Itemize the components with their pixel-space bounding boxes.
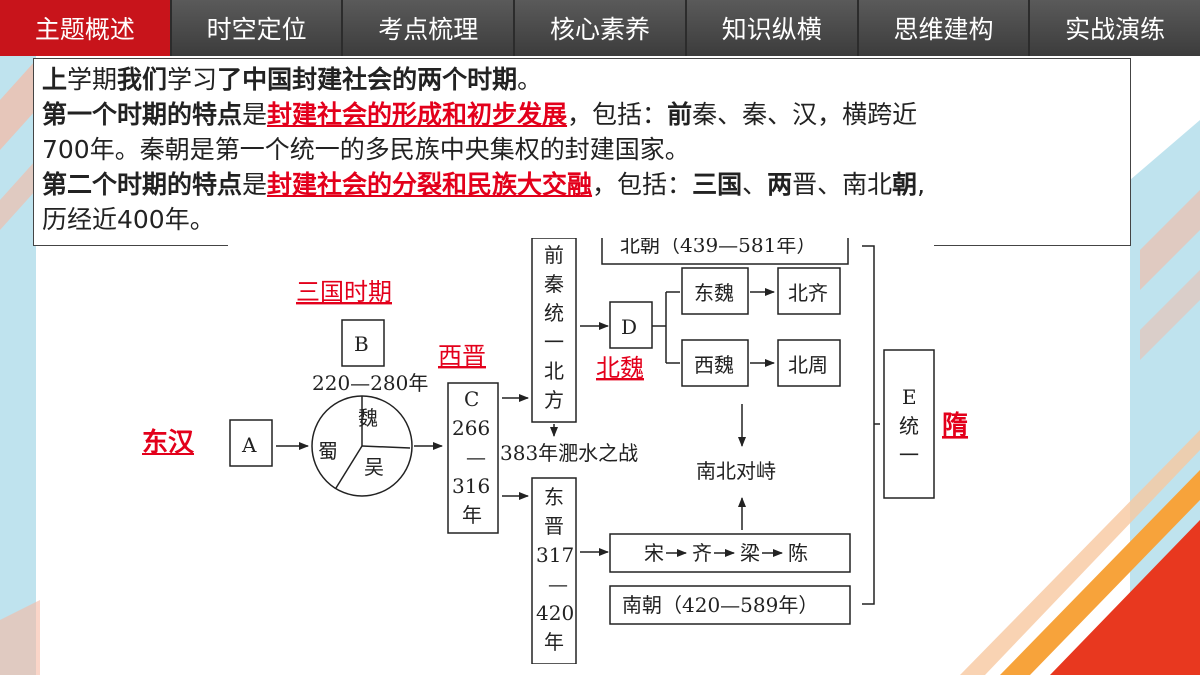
text-span: 700年。秦朝是第一个统一的多民族中央集权的封建国家。 — [42, 135, 690, 164]
text-span: 、 — [742, 170, 768, 199]
box-c-text: 266 — [452, 416, 490, 440]
tab-overview[interactable]: 主题概述 — [0, 0, 172, 56]
text-span: 第二个时期的特点 — [42, 170, 243, 199]
qianqin-char: 方 — [544, 388, 564, 412]
qianqin-char: 一 — [544, 330, 564, 354]
box-e-label: E — [902, 385, 917, 409]
text-span: 我们 — [117, 65, 168, 94]
label-xiwei: 西魏 — [694, 353, 734, 377]
box-c-label: C — [464, 387, 479, 411]
box-d-label: D — [621, 315, 637, 339]
box-nanchao — [609, 585, 851, 625]
qianqin-char: 统 — [544, 301, 564, 325]
label-dongwei: 东魏 — [694, 281, 734, 305]
divider — [335, 445, 363, 489]
text-span: 两 — [767, 170, 793, 199]
qianqin-char: 秦 — [544, 272, 564, 296]
text-span: 三国 — [692, 170, 743, 199]
dongjin-text: 420 — [536, 601, 574, 625]
tab-mind-map[interactable]: 思维建构 — [858, 0, 1031, 56]
dongjin-char: 晋 — [544, 514, 564, 538]
label-nanbei: 南北对峙 — [696, 459, 776, 483]
label-nanchao: 南朝（420—589年） — [622, 593, 818, 617]
divider — [361, 445, 411, 449]
dongjin-char: 年 — [544, 630, 564, 654]
box-beizhou — [777, 339, 841, 387]
intro-line-4: 第二个时期的特点是封建社会的分裂和民族大交融，包括：三国、两晋、南北朝, — [42, 168, 925, 202]
label-sui: 隋 — [942, 411, 968, 441]
dongjin-char: 东 — [544, 485, 564, 509]
label-liang: 梁 — [740, 541, 760, 565]
dynasty-diagram: 东汉 A 三国时期 B 220—280年 魏 蜀 吴 西晋 C 266 — 31… — [228, 225, 934, 665]
dongjin-text: 317 — [536, 543, 574, 567]
text-span: 第一个时期的特点 — [42, 100, 243, 129]
tab-knowledge[interactable]: 知识纵横 — [686, 0, 859, 56]
text-span: 历经近400年。 — [42, 205, 215, 234]
highlight-text: 封建社会的分裂和民族大交融 — [267, 170, 593, 199]
text-span: 朝 — [892, 170, 918, 199]
label-song: 宋 — [644, 541, 664, 565]
tab-timeline[interactable]: 时空定位 — [171, 0, 344, 56]
box-c-text: 年 — [462, 503, 482, 527]
label-beizhou: 北周 — [788, 353, 828, 377]
label-donghan-outer: 东汉 — [142, 428, 195, 458]
text-span: 秦、秦、汉，横跨近 — [692, 100, 918, 129]
box-c-text: — — [466, 445, 486, 469]
text-span: 。 — [517, 65, 543, 94]
label-qi: 齐 — [692, 541, 712, 565]
tab-key-points[interactable]: 考点梳理 — [343, 0, 516, 56]
label-wei: 魏 — [358, 406, 378, 430]
box-xiwei — [681, 339, 749, 387]
box-e-char: 统 — [899, 414, 919, 438]
sanguo-years: 220—280年 — [312, 371, 428, 395]
text-span: 学期 — [67, 65, 118, 94]
tab-practice[interactable]: 实战演练 — [1030, 0, 1200, 56]
qianqin-char: 前 — [544, 243, 564, 267]
text-span: 是 — [242, 100, 268, 129]
box-qianqin — [531, 237, 577, 423]
box-e — [883, 349, 935, 499]
text-span: 了中国封建社会的两个时期 — [217, 65, 518, 94]
box-a — [229, 419, 273, 467]
label-wu: 吴 — [364, 455, 384, 479]
box-beiqi — [777, 267, 841, 315]
intro-line-1: 上学期我们学习了中国封建社会的两个时期。 — [42, 63, 542, 97]
tab-core-literacy[interactable]: 核心素养 — [515, 0, 687, 56]
label-beiwei: 北魏 — [596, 354, 644, 382]
text-span: 是 — [242, 170, 268, 199]
label-chen: 陈 — [788, 541, 808, 565]
label-beiqi: 北齐 — [788, 281, 828, 305]
highlight-text: 封建社会的形成和初步发展 — [267, 100, 568, 129]
bracket — [862, 245, 875, 605]
text-span: 前 — [667, 100, 693, 129]
text-span: ，包括： — [567, 100, 668, 129]
text-span: 晋、南北 — [792, 170, 893, 199]
text-span: 上 — [42, 65, 68, 94]
box-c — [447, 382, 499, 534]
intro-line-5: 历经近400年。 — [42, 203, 215, 237]
label-shu: 蜀 — [318, 439, 338, 463]
text-span: ，包括： — [592, 170, 693, 199]
top-navigation: 主题概述 时空定位 考点梳理 核心素养 知识纵横 思维建构 实战演练 — [0, 0, 1200, 56]
box-b-label: B — [354, 332, 369, 356]
box-dongwei — [681, 267, 749, 315]
text-span: 学习 — [167, 65, 218, 94]
intro-text-box: 上学期我们学习了中国封建社会的两个时期。 第一个时期的特点是封建社会的形成和初步… — [33, 58, 1131, 246]
intro-line-2: 第一个时期的特点是封建社会的形成和初步发展，包括：前秦、秦、汉，横跨近 — [42, 98, 917, 132]
intro-line-3: 700年。秦朝是第一个统一的多民族中央集权的封建国家。 — [42, 133, 690, 167]
label-sanguo: 三国时期 — [296, 278, 392, 306]
box-b — [341, 319, 385, 367]
label-xijin: 西晋 — [438, 342, 486, 370]
box-e-char: 一 — [899, 443, 919, 467]
qianqin-char: 北 — [544, 359, 564, 383]
box-c-text: 316 — [452, 474, 490, 498]
box-d — [609, 301, 653, 349]
text-span: , — [917, 170, 926, 199]
dongjin-text: — — [548, 572, 568, 596]
box-a-label: A — [241, 433, 257, 457]
label-feishui: 383年淝水之战 — [500, 441, 638, 465]
